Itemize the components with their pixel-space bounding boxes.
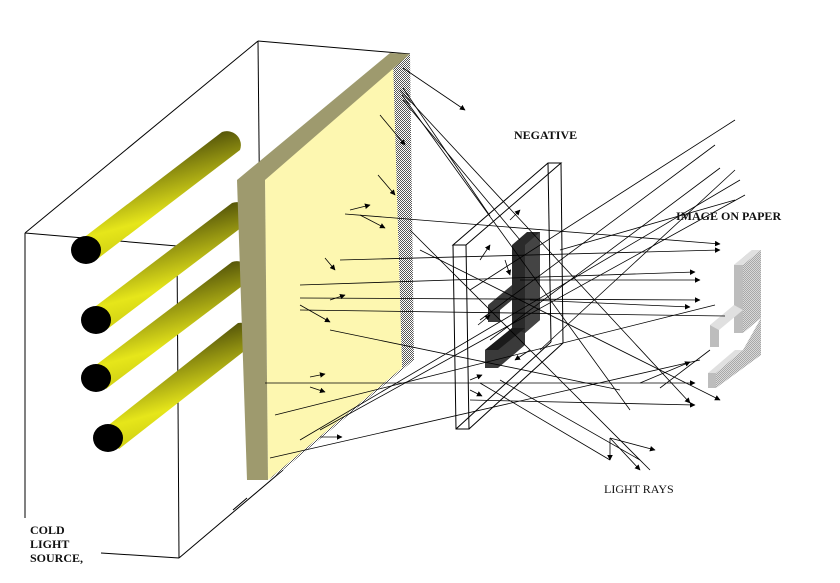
negative-label: NEGATIVE: [514, 128, 578, 142]
light-ray: [379, 114, 406, 146]
light-ray: [274, 304, 716, 416]
light-ray: [479, 144, 716, 321]
light-ray: [479, 244, 491, 261]
light-ray: [419, 249, 721, 401]
light-ray: [269, 359, 701, 459]
negative-top-edge: [451, 162, 563, 246]
light-ray: [299, 304, 331, 323]
housing-inner-edge: [232, 497, 248, 511]
light-ray: [609, 437, 656, 452]
light-ray: [339, 247, 721, 261]
light-ray: [319, 194, 746, 431]
cold-light-source-label: COLD LIGHT SOURCE,: [30, 523, 110, 565]
light-ray: [402, 67, 466, 111]
light-ray: [477, 314, 491, 326]
light-ray: [499, 379, 641, 461]
label-line-source: SOURCE,: [30, 551, 84, 565]
light-rays-label: LIGHT RAYS: [604, 482, 674, 496]
light-ray: [344, 213, 721, 247]
light-ray: [399, 89, 691, 404]
diffuser-front-edge: [237, 180, 268, 480]
diffuser-top-edge: [237, 53, 410, 180]
light-ray: [324, 257, 336, 271]
housing-bottom-right-edge: [178, 469, 284, 559]
light-ray: [559, 199, 736, 251]
tube-1: [71, 131, 241, 264]
light-ray: [349, 203, 371, 211]
light-ray: [514, 349, 531, 361]
light-ray: [529, 299, 691, 310]
tube-end-cap: [93, 424, 123, 452]
light-ray: [377, 174, 396, 196]
light-ray: [659, 349, 711, 389]
light-ray: [469, 399, 696, 408]
light-ray: [299, 309, 726, 317]
light-ray: [299, 269, 696, 286]
diffuser-panel: [237, 53, 414, 480]
negative-bottom-edge-2: [468, 342, 564, 430]
light-ray: [609, 437, 641, 471]
light-ray: [504, 259, 512, 276]
light-ray: [299, 297, 701, 303]
light-ray: [489, 167, 721, 341]
light-ray: [509, 209, 521, 221]
light-ray: [479, 382, 611, 461]
housing-bottom-edge: [100, 552, 180, 559]
light-ray: [359, 214, 386, 229]
negative-bottom-edge: [455, 341, 552, 430]
light-ray: [329, 293, 346, 301]
light-ray: [469, 119, 736, 291]
tube-end-cap: [71, 236, 101, 264]
housing-top-left-edge: [24, 40, 259, 234]
light-ray: [299, 179, 741, 441]
negative-front-edge: [452, 244, 470, 430]
label-line-cold: COLD: [30, 523, 65, 537]
light-rays: [265, 67, 746, 471]
diffuser-side-face: [393, 54, 414, 368]
image-on-paper-label: IMAGE ON PAPER: [676, 209, 782, 223]
paper-image-glyph: [708, 250, 761, 388]
light-ray: [539, 169, 736, 351]
tube-end-cap: [81, 306, 111, 334]
housing-top-back-edge: [257, 40, 411, 55]
light-ray: [329, 329, 621, 391]
tube-2: [81, 202, 251, 334]
light-ray: [309, 386, 326, 394]
light-ray: [469, 389, 483, 397]
negative-back-edge: [547, 162, 552, 343]
negative-back-edge-2: [560, 162, 564, 344]
tube-4: [93, 322, 255, 452]
light-ray: [469, 374, 483, 381]
diffuser-front-face: [265, 62, 402, 480]
light-ray: [309, 372, 326, 378]
light-ray: [401, 94, 631, 411]
light-ray: [639, 361, 691, 384]
tube-3: [81, 261, 251, 392]
label-line-light: LIGHT: [30, 537, 70, 551]
fluorescent-tubes: [71, 131, 255, 452]
tube-end-cap: [81, 364, 111, 392]
